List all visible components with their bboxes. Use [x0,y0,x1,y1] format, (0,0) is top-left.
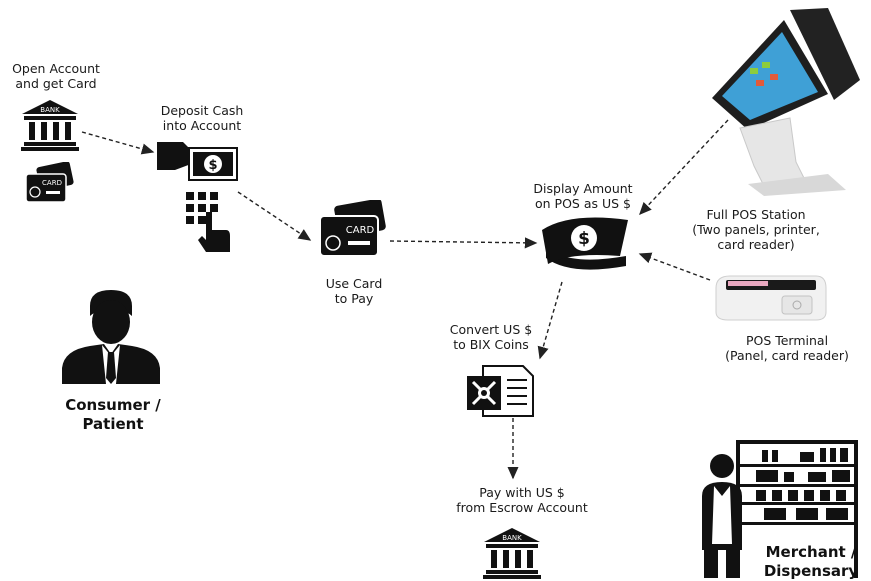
arrow-terminal-to-display [638,252,711,281]
pos-station-image [712,8,860,196]
svg-text:CARD: CARD [42,179,62,187]
convert-document-icon [467,365,534,417]
arrow-display-to-convert [537,281,563,360]
label-pos-terminal: POS Terminal (Panel, card reader) [725,333,849,363]
svg-text:CARD: CARD [346,225,375,236]
label-open-account: Open Account and get Card [12,61,100,91]
pos-terminal-image [715,275,827,321]
label-full-pos-station: Full POS Station (Two panels, printer, c… [692,207,820,252]
merchant-icon [702,440,858,578]
svg-text:$: $ [208,158,217,173]
label-consumer: Consumer / Patient [65,396,161,433]
svg-text:BANK: BANK [502,534,522,542]
svg-text:BANK: BANK [40,106,60,114]
bank-icon: BANK [483,528,541,579]
svg-text:$: $ [578,229,590,249]
label-pay-escrow: Pay with US $ from Escrow Account [456,485,588,515]
label-deposit-cash: Deposit Cash into Account [160,103,244,133]
card-icon: CARD [319,200,386,257]
arrow-card-to-display [389,237,538,249]
keypad-icon [186,192,230,252]
bank-icon: BANK [21,100,79,151]
arrow-deposit-to-card [237,191,312,241]
cash-hand-icon: $ [157,142,238,181]
label-merchant: Merchant / Dispensary [763,543,859,580]
cash-icon: $ [542,217,628,270]
label-use-card: Use Card to Pay [325,276,383,306]
label-display-amount: Display Amount on POS as US $ [533,181,633,211]
label-convert: Convert US $ to BIX Coins [449,322,533,352]
consumer-icon [62,290,160,384]
arrow-bank-to-deposit [81,131,155,155]
arrow-station-to-display [639,119,729,216]
card-icon: CARD [25,162,74,203]
